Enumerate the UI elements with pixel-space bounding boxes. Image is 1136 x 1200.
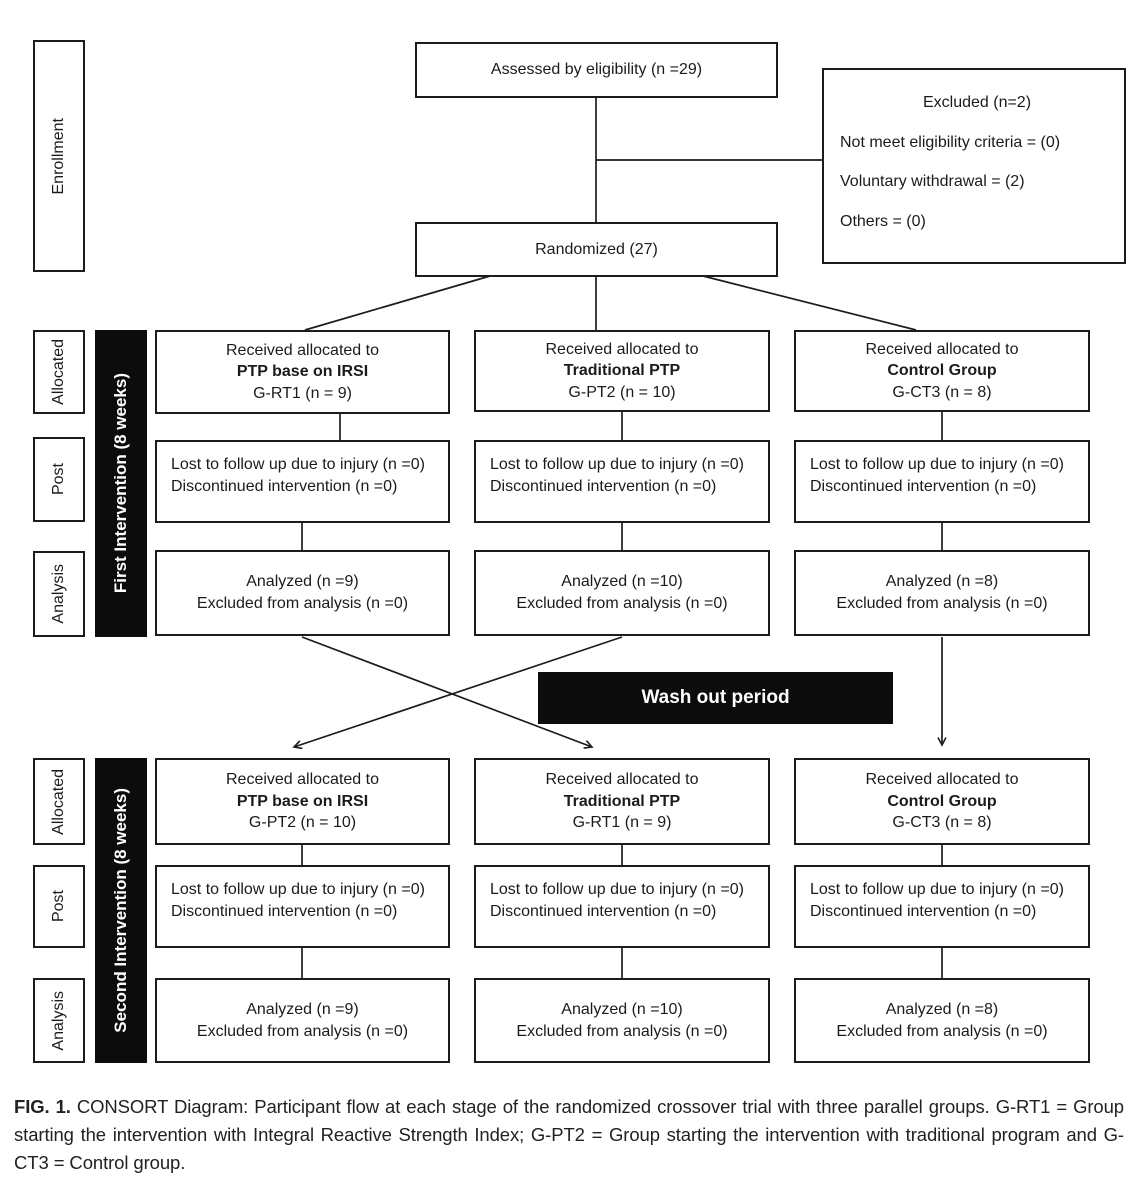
first-col2-analysis-line1: Analyzed (n =10) <box>561 573 683 591</box>
stage-label-post-second-text: Post <box>50 890 67 923</box>
second-col2-allocated-line3: G-RT1 (n = 9) <box>572 814 672 832</box>
assessed-eligibility-box: Assessed by eligibility (n =29) <box>415 42 778 98</box>
second-col3-analysis-box: Analyzed (n =8) Excluded from analysis (… <box>794 978 1090 1063</box>
first-col3-post-line2: Discontinued intervention (n =0) <box>810 477 1037 495</box>
washout-period-box: Wash out period <box>538 672 893 724</box>
first-col1-post-line2: Discontinued intervention (n =0) <box>171 477 398 495</box>
first-col2-allocated-line2: Traditional PTP <box>563 362 681 380</box>
assessed-eligibility-text: Assessed by eligibility (n =29) <box>490 61 703 79</box>
first-col1-analysis-line1: Analyzed (n =9) <box>246 573 359 591</box>
randomized-box: Randomized (27) <box>415 222 778 277</box>
stage-label-analysis-first-text: Analysis <box>50 564 67 624</box>
stage-label-allocated-second-text: Allocated <box>50 768 67 835</box>
second-col1-post-box: Lost to follow up due to injury (n =0) D… <box>155 865 450 948</box>
first-col3-post-box: Lost to follow up due to injury (n =0) D… <box>794 440 1090 523</box>
first-col2-post-line2: Discontinued intervention (n =0) <box>490 477 717 495</box>
excluded-box: Excluded (n=2) Not meet eligibility crit… <box>822 68 1126 264</box>
first-col3-analysis-line2: Excluded from analysis (n =0) <box>836 595 1048 612</box>
washout-period-text: Wash out period <box>641 687 790 708</box>
first-col1-allocated-line2: PTP base on IRSI <box>236 363 369 381</box>
second-intervention-bar: Second Intervention (8 weeks) <box>95 758 147 1063</box>
second-col1-allocated-line1: Received allocated to <box>226 771 379 789</box>
second-col1-allocated-box: Received allocated to PTP base on IRSI G… <box>155 758 450 845</box>
first-col2-analysis-box: Analyzed (n =10) Excluded from analysis … <box>474 550 770 636</box>
first-intervention-bar: First Intervention (8 weeks) <box>95 330 147 637</box>
excluded-line-1: Not meet eligibility criteria = (0) <box>840 133 1061 151</box>
first-col2-allocated-box: Received allocated to Traditional PTP G-… <box>474 330 770 412</box>
first-col3-analysis-box: Analyzed (n =8) Excluded from analysis (… <box>794 550 1090 636</box>
stage-label-post-first: Post <box>33 437 85 522</box>
second-col3-allocated-line1: Received allocated to <box>865 771 1019 789</box>
second-col2-analysis-line2: Excluded from analysis (n =0) <box>516 1022 728 1040</box>
second-col2-post-line2: Discontinued intervention (n =0) <box>490 902 717 920</box>
first-col2-post-line1: Lost to follow up due to injury (n =0) <box>490 456 744 473</box>
first-col2-allocated-line3: G-PT2 (n = 10) <box>568 383 676 401</box>
stage-label-allocated-first-text: Allocated <box>50 339 67 405</box>
second-col2-allocated-line2: Traditional PTP <box>563 792 681 810</box>
first-col2-analysis-line2: Excluded from analysis (n =0) <box>516 595 728 612</box>
first-col2-allocated-line1: Received allocated to <box>545 340 699 358</box>
second-col1-allocated-line2: PTP base on IRSI <box>236 792 369 810</box>
second-col2-allocated-line1: Received allocated to <box>545 771 699 789</box>
second-col1-allocated-line3: G-PT2 (n = 10) <box>248 814 357 832</box>
second-col1-post-line2: Discontinued intervention (n =0) <box>171 902 398 920</box>
figure-caption-text: CONSORT Diagram: Participant flow at eac… <box>14 1096 1124 1174</box>
first-col1-allocated-line3: G-RT1 (n = 9) <box>253 384 352 402</box>
randomized-text: Randomized (27) <box>535 240 658 258</box>
second-col2-analysis-box: Analyzed (n =10) Excluded from analysis … <box>474 978 770 1063</box>
first-col3-allocated-line2: Control Group <box>887 362 997 380</box>
first-col3-analysis-line1: Analyzed (n =8) <box>885 573 999 591</box>
second-col3-allocated-box: Received allocated to Control Group G-CT… <box>794 758 1090 845</box>
first-intervention-bar-text: First Intervention (8 weeks) <box>111 373 130 594</box>
second-col1-analysis-line1: Analyzed (n =9) <box>246 1000 359 1018</box>
first-col1-allocated-line1: Received allocated to <box>226 341 379 359</box>
stage-label-allocated-first: Allocated <box>33 330 85 414</box>
excluded-line-3: Others = (0) <box>840 212 926 230</box>
first-col1-post-box: Lost to follow up due to injury (n =0) D… <box>155 440 450 523</box>
second-col3-post-line1: Lost to follow up due to injury (n =0) <box>810 881 1064 898</box>
second-col3-analysis-line1: Analyzed (n =8) <box>885 1000 999 1018</box>
second-col1-analysis-line2: Excluded from analysis (n =0) <box>196 1022 409 1040</box>
figure-caption-label: FIG. 1. <box>14 1096 71 1117</box>
second-intervention-bar-text: Second Intervention (8 weeks) <box>111 788 130 1033</box>
second-col3-analysis-line2: Excluded from analysis (n =0) <box>836 1022 1048 1040</box>
first-col3-allocated-line1: Received allocated to <box>865 340 1019 358</box>
stage-label-enrollment: Enrollment <box>33 40 85 272</box>
second-col1-post-line1: Lost to follow up due to injury (n =0) <box>171 881 425 898</box>
stage-label-enrollment-text: Enrollment <box>50 117 67 195</box>
first-col1-analysis-line2: Excluded from analysis (n =0) <box>196 595 409 612</box>
second-col3-post-line2: Discontinued intervention (n =0) <box>810 902 1037 920</box>
first-col3-allocated-box: Received allocated to Control Group G-CT… <box>794 330 1090 412</box>
stage-label-analysis-second-text: Analysis <box>50 990 67 1051</box>
second-col2-post-line1: Lost to follow up due to injury (n =0) <box>490 881 744 898</box>
second-col2-allocated-box: Received allocated to Traditional PTP G-… <box>474 758 770 845</box>
first-col1-post-line1: Lost to follow up due to injury (n =0) <box>171 456 425 473</box>
second-col3-allocated-line2: Control Group <box>887 792 997 810</box>
stage-label-allocated-second: Allocated <box>33 758 85 845</box>
second-col3-post-box: Lost to follow up due to injury (n =0) D… <box>794 865 1090 948</box>
first-col3-post-line1: Lost to follow up due to injury (n =0) <box>810 456 1064 473</box>
first-col2-post-box: Lost to follow up due to injury (n =0) D… <box>474 440 770 523</box>
stage-label-post-second: Post <box>33 865 85 948</box>
second-col3-allocated-line3: G-CT3 (n = 8) <box>892 814 992 832</box>
excluded-title: Excluded (n=2) <box>922 94 1032 111</box>
stage-label-post-first-text: Post <box>50 463 67 496</box>
first-col3-allocated-line3: G-CT3 (n = 8) <box>892 383 992 401</box>
first-col1-analysis-box: Analyzed (n =9) Excluded from analysis (… <box>155 550 450 636</box>
second-col2-post-box: Lost to follow up due to injury (n =0) D… <box>474 865 770 948</box>
stage-label-analysis-first: Analysis <box>33 551 85 637</box>
excluded-line-2: Voluntary withdrawal = (2) <box>840 173 1025 191</box>
first-col1-allocated-box: Received allocated to PTP base on IRSI G… <box>155 330 450 414</box>
stage-label-analysis-second: Analysis <box>33 978 85 1063</box>
figure-caption: FIG. 1. CONSORT Diagram: Participant flo… <box>14 1093 1124 1177</box>
second-col2-analysis-line1: Analyzed (n =10) <box>561 1000 683 1018</box>
second-col1-analysis-box: Analyzed (n =9) Excluded from analysis (… <box>155 978 450 1063</box>
